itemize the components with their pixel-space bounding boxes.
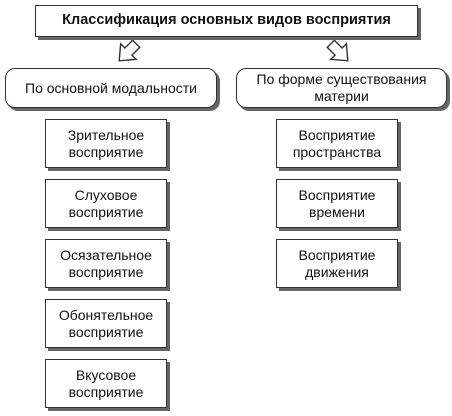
item-visual-perception: Зрительное восприятие — [45, 119, 167, 168]
item-olfactory-perception: Обонятельное восприятие — [45, 299, 167, 348]
item-motion-perception: Восприятие движения — [276, 239, 398, 288]
item-auditory-perception: Слуховое восприятие — [45, 179, 167, 228]
item-space-perception: Восприятие пространства — [276, 119, 398, 168]
item-gustatory-perception: Вкусовое восприятие — [45, 359, 167, 408]
item-tactile-perception: Осязательное восприятие — [45, 239, 167, 288]
group-modality-header: По основной модальности — [5, 68, 217, 108]
group-matter-form-header: По форме существования материи — [236, 68, 447, 108]
diagram-title: Классификация основных видов восприятия — [35, 5, 418, 37]
arrow-to-modality-group — [118, 39, 141, 62]
arrow-to-matter-form-group — [326, 39, 349, 62]
item-time-perception: Восприятие времени — [276, 179, 398, 228]
